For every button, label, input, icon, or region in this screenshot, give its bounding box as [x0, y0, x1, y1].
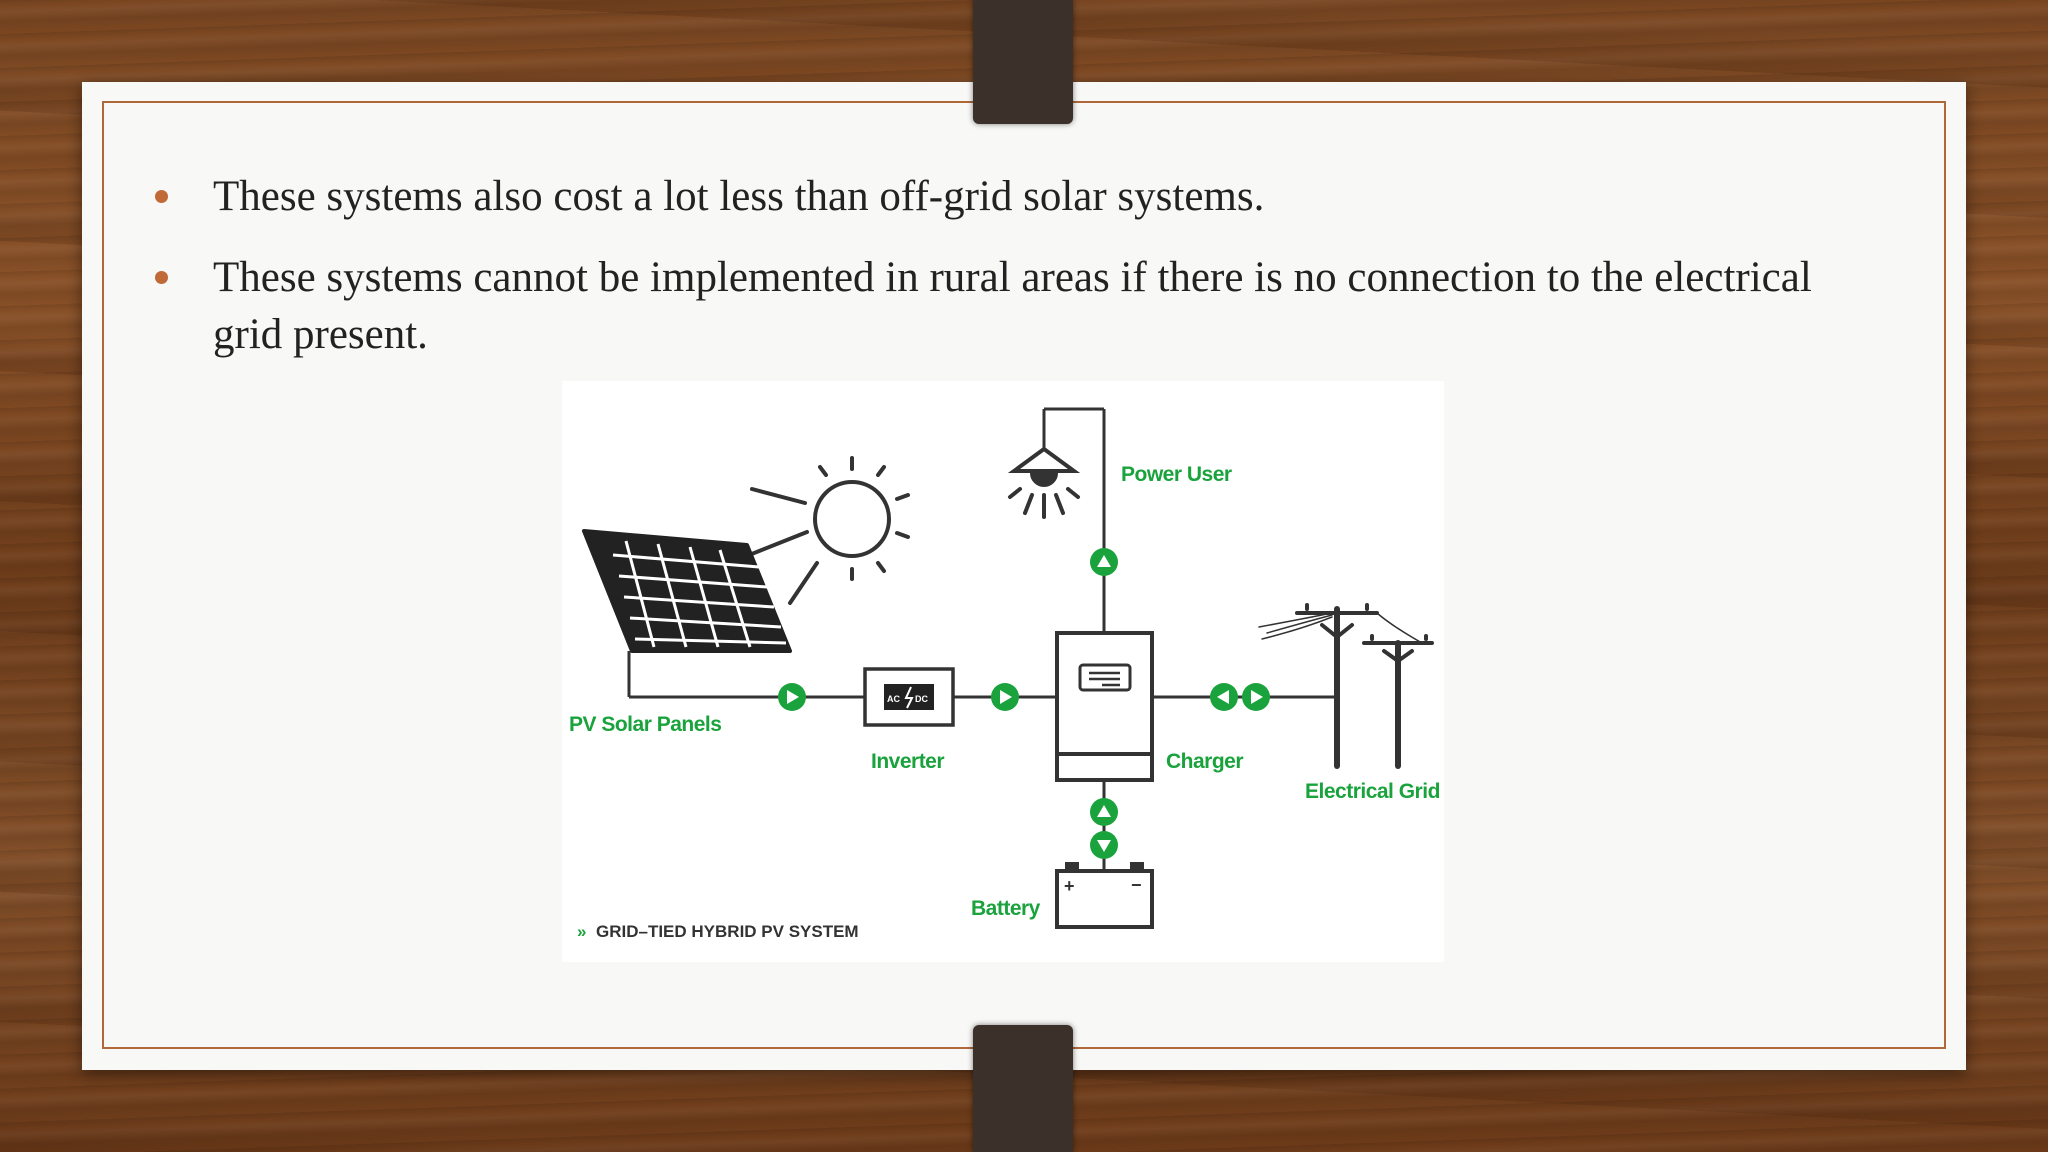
label-battery: Battery: [971, 897, 1041, 920]
inverter-dc-text: DC: [915, 694, 928, 704]
bullet-dot-icon: [155, 190, 168, 203]
label-pv-solar-panels: PV Solar Panels: [569, 713, 721, 736]
flow-arrow-left-icon: [1210, 683, 1238, 711]
label-power-user: Power User: [1121, 463, 1232, 486]
bottom-binding-strap: [973, 1025, 1073, 1152]
top-binding-strap: [973, 0, 1073, 124]
caption-marker: »: [577, 922, 586, 941]
bullet-dot-icon: [155, 271, 168, 284]
bullet-text: These systems also cost a lot less than …: [213, 173, 1265, 220]
inverter-ac-text: AC: [887, 694, 900, 704]
battery-icon: + −: [1055, 862, 1154, 929]
charger-icon: [1055, 631, 1154, 782]
flow-arrow-up-icon: [1090, 548, 1118, 576]
flow-arrow-right-icon: [778, 683, 806, 711]
power-pole-icon: [1258, 603, 1434, 769]
lamp-icon: [1007, 446, 1081, 519]
inverter-icon: AC DC: [863, 667, 955, 727]
flow-arrow-right-icon: [991, 683, 1019, 711]
battery-plus-text: +: [1064, 876, 1075, 896]
label-inverter: Inverter: [871, 750, 944, 773]
label-electrical-grid: Electrical Grid: [1305, 780, 1440, 803]
battery-minus-text: −: [1131, 875, 1142, 895]
flow-arrow-down-icon: [1090, 831, 1118, 859]
diagram-caption: GRID–TIED HYBRID PV SYSTEM: [596, 922, 859, 941]
solar-panel-icon: [582, 529, 792, 697]
flow-arrow-right-icon: [1242, 683, 1270, 711]
grid-tied-hybrid-pv-diagram: AC DC + −: [562, 381, 1444, 962]
label-charger: Charger: [1166, 750, 1243, 773]
bullet-text: These systems cannot be implemented in r…: [213, 254, 1812, 358]
flow-arrow-up-icon: [1090, 798, 1118, 826]
